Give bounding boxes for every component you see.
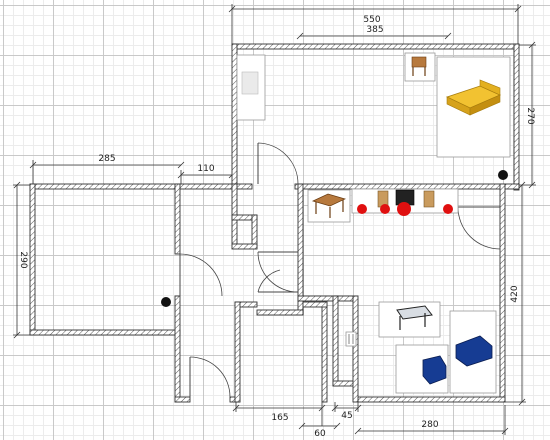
bed-icon [479, 79, 501, 96]
chair-icon [411, 56, 427, 68]
red-marker[interactable] [380, 204, 390, 214]
dim-tick [298, 422, 306, 430]
dim-tick [354, 404, 362, 412]
dim-label-420: 420 [510, 285, 520, 302]
dim-tick [29, 161, 37, 169]
wall [297, 183, 304, 315]
dim-tick [13, 331, 21, 339]
dim-tick [528, 181, 536, 189]
sofa-icon [422, 355, 447, 385]
wall [231, 43, 238, 185]
walls [29, 43, 520, 403]
markers[interactable] [161, 170, 508, 307]
wall [29, 183, 36, 336]
dim-label-385: 385 [366, 25, 383, 35]
radiator-icon [345, 331, 357, 347]
dim-tick [177, 161, 185, 169]
furniture [236, 52, 511, 394]
wall [174, 396, 191, 403]
dim-tick [514, 5, 522, 13]
dimension-lines: 550 385 285 110 270 290 [13, 4, 536, 439]
dim-tick [528, 41, 536, 49]
dim-label-280: 280 [421, 420, 438, 430]
wall [29, 183, 237, 190]
door [179, 253, 223, 297]
dim-label-110: 110 [197, 164, 214, 174]
doors [179, 142, 501, 398]
dim-label-45: 45 [341, 411, 352, 421]
dim-tick [177, 171, 185, 179]
black-marker[interactable] [498, 170, 508, 180]
wall [337, 295, 354, 302]
dim-label-550: 550 [363, 15, 380, 25]
dim-label-60: 60 [314, 429, 326, 439]
dim-label-290: 290 [18, 251, 28, 268]
dim-tick [228, 5, 236, 13]
wall [294, 183, 520, 190]
wall [174, 183, 181, 255]
table-icon [312, 193, 346, 207]
dim-tick [232, 404, 240, 412]
red-marker[interactable] [357, 204, 367, 214]
door [257, 269, 281, 293]
black-marker[interactable] [161, 297, 171, 307]
dim-tick [318, 404, 326, 412]
dim-label-165: 165 [271, 413, 288, 423]
wall [231, 183, 238, 245]
bed-icon [469, 94, 501, 116]
door [189, 356, 231, 398]
glass-table-icon [396, 305, 433, 320]
door [257, 142, 299, 185]
wall [29, 329, 181, 336]
wall [174, 295, 181, 403]
dim-tick [444, 32, 452, 40]
shelf-icon [423, 190, 435, 208]
dim-tick [354, 427, 362, 435]
wall [352, 295, 359, 403]
red-marker[interactable] [443, 204, 453, 214]
cabinet-icon [241, 71, 259, 95]
dim-label-285: 285 [98, 154, 115, 164]
dim-tick [333, 422, 341, 430]
dim-tick [501, 427, 509, 435]
sofa-icon [455, 335, 493, 367]
wall [499, 183, 506, 403]
dim-label-270: 270 [525, 107, 535, 124]
wall [513, 43, 520, 191]
wall [234, 301, 241, 403]
wall [332, 295, 339, 387]
door [257, 251, 299, 293]
glass-table-icon [378, 301, 441, 338]
wall [251, 214, 258, 249]
wall [357, 396, 506, 403]
dim-tick [296, 32, 304, 40]
wall [231, 243, 258, 250]
wall [297, 295, 339, 302]
wall [302, 301, 328, 308]
door [457, 206, 501, 250]
wall [321, 301, 328, 403]
dim-tick [13, 181, 21, 189]
wall [231, 43, 520, 50]
dim-tick [518, 398, 526, 406]
dim-tick [518, 181, 526, 189]
dim-tick [331, 404, 339, 412]
wall [256, 309, 304, 316]
red-marker[interactable] [397, 202, 411, 216]
